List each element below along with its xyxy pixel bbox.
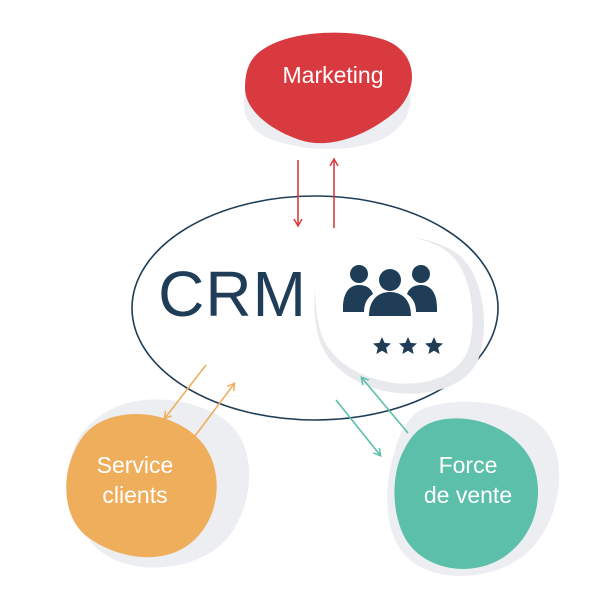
users-group-icon xyxy=(343,265,437,316)
marketing-label: Marketing xyxy=(282,62,384,88)
three-stars-icon xyxy=(373,337,443,354)
service-clients-line2: clients xyxy=(102,481,168,508)
force-de-vente-line2: de vente xyxy=(423,481,513,508)
arrow-force-down xyxy=(335,399,380,455)
service-clients-label: Service clients xyxy=(70,451,200,511)
arrow-service-up xyxy=(191,384,234,441)
crm-ellipse xyxy=(131,195,499,421)
force-de-vente-label: Force de vente xyxy=(398,451,538,511)
arrow-force-up xyxy=(362,378,409,434)
force-blob xyxy=(394,418,539,569)
crm-title: CRM xyxy=(158,258,307,330)
service-clients-line1: Service xyxy=(96,452,174,478)
arrow-service-down xyxy=(165,364,207,418)
force-de-vente-line1: Force xyxy=(438,452,498,478)
service-blob xyxy=(66,414,217,558)
marketing-blob xyxy=(245,32,412,144)
